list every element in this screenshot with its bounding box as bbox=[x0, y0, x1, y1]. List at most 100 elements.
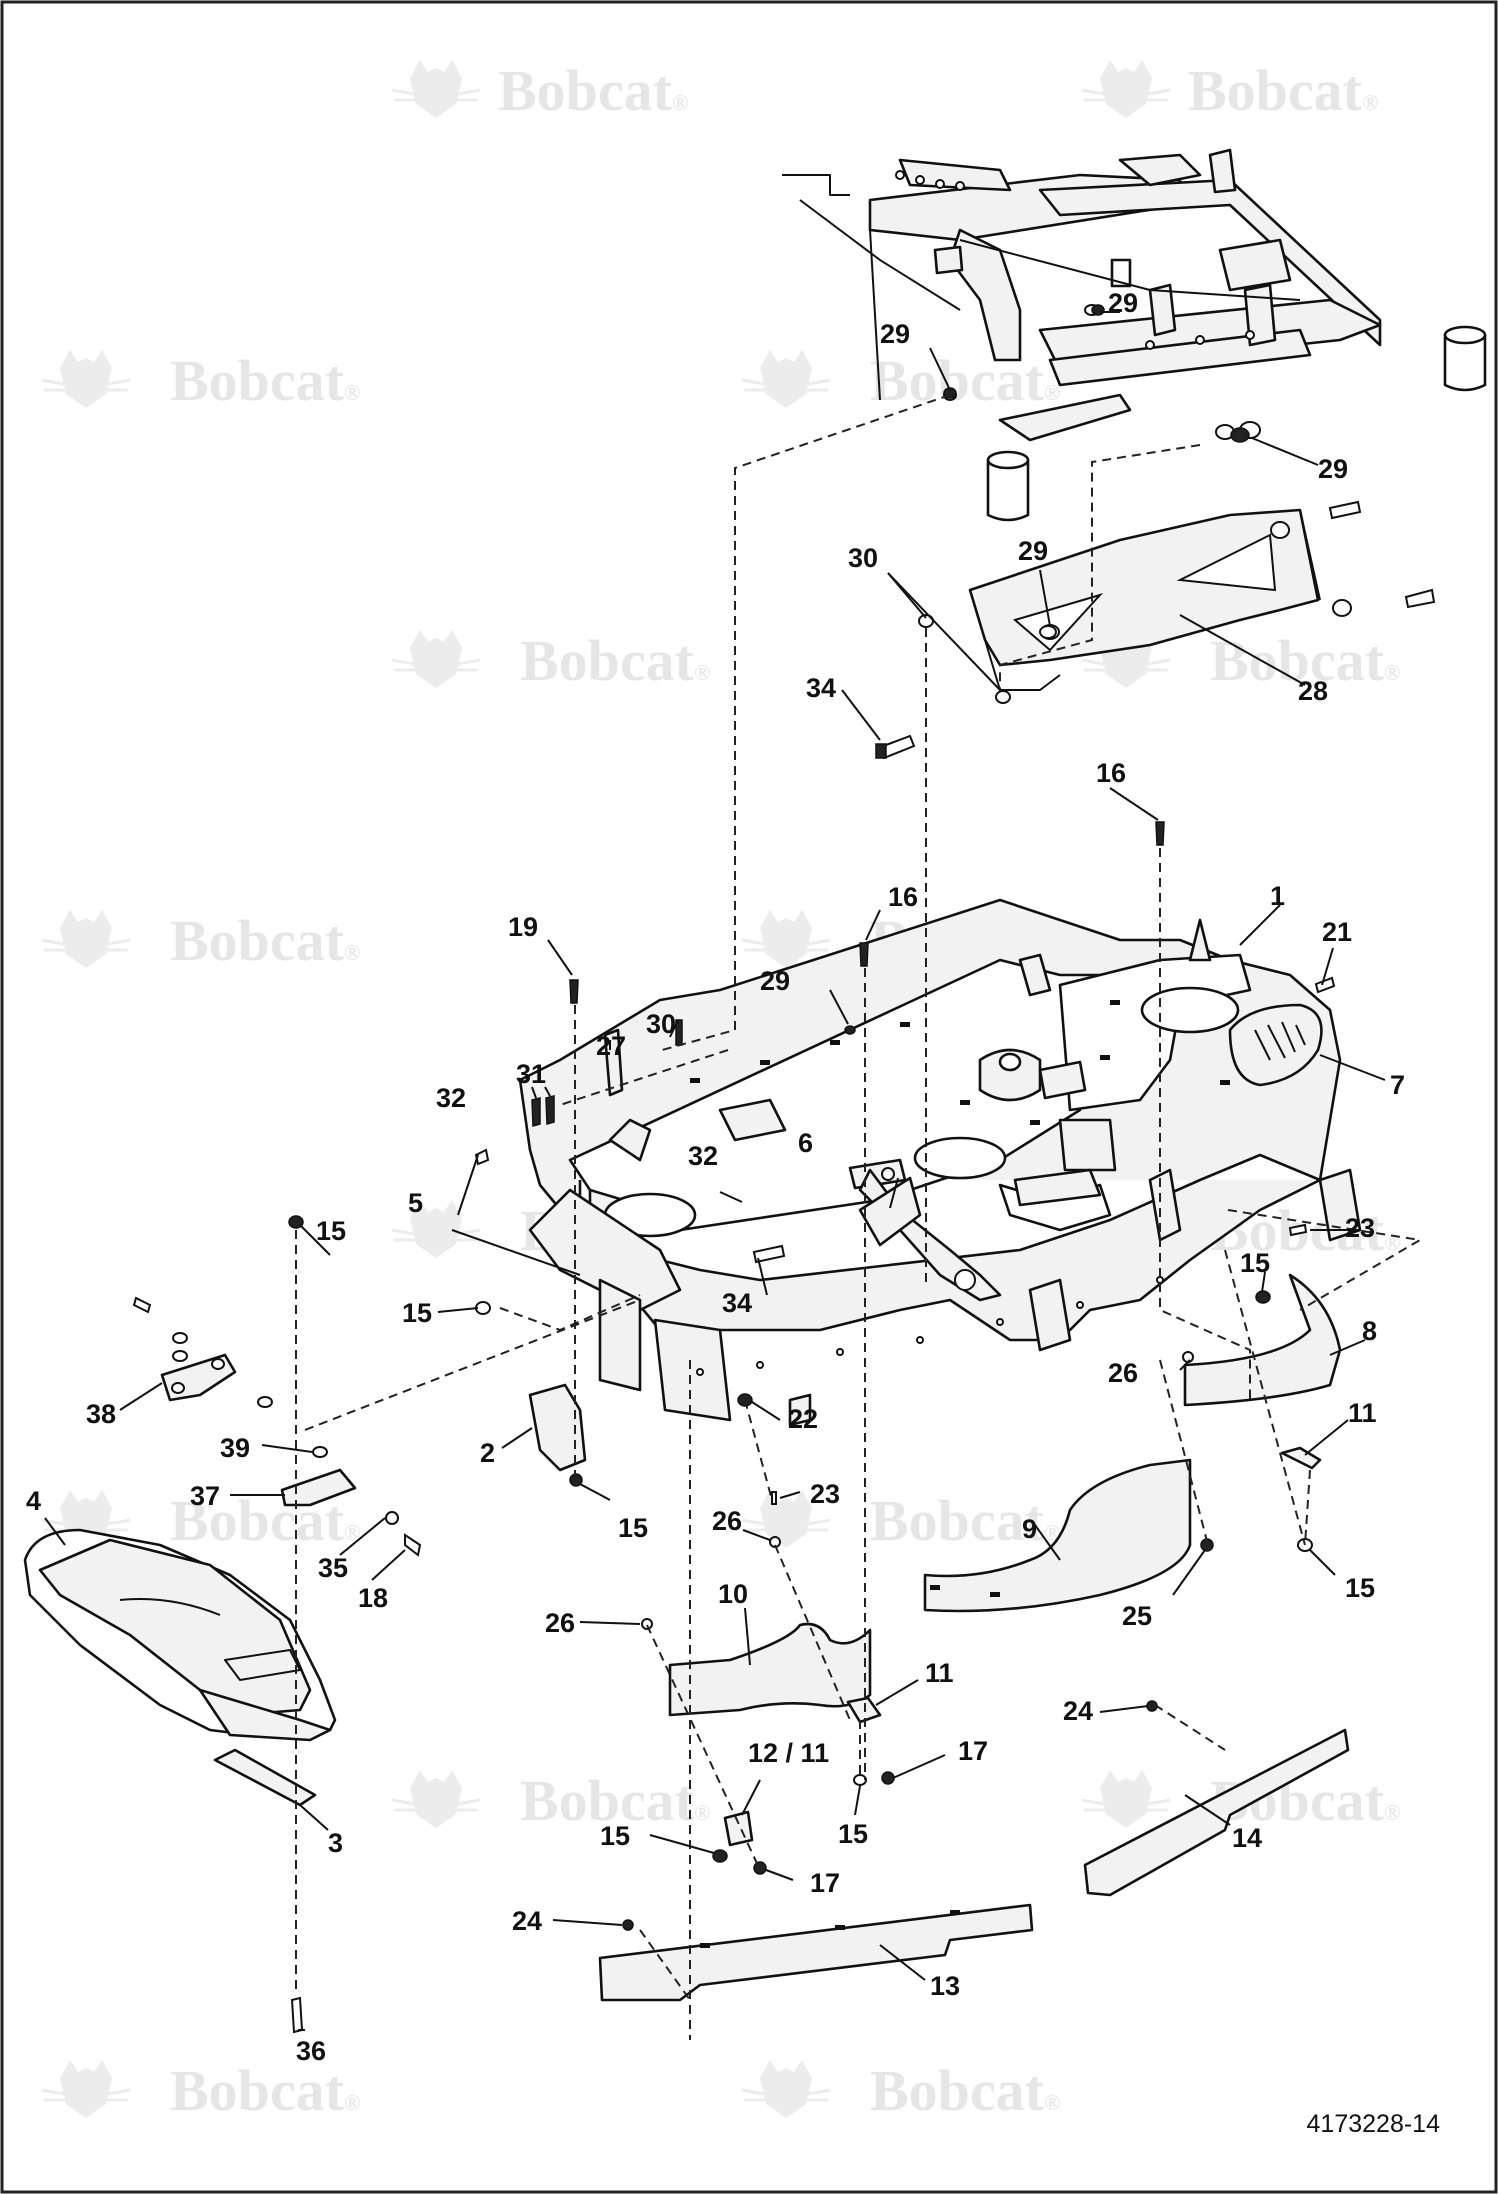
svg-text:Bobcat®: Bobcat® bbox=[1188, 58, 1378, 123]
svg-text:Bobcat®: Bobcat® bbox=[170, 348, 360, 413]
bobcat-logo-icon bbox=[40, 908, 132, 970]
svg-text:Bobcat®: Bobcat® bbox=[498, 58, 688, 123]
callout-31: 31 bbox=[516, 1059, 546, 1089]
watermark-6: Bobcat® bbox=[1080, 628, 1400, 693]
callout-29: 29 bbox=[880, 319, 910, 349]
callout-27: 27 bbox=[596, 1031, 626, 1061]
watermark-3: Bobcat® bbox=[40, 348, 360, 413]
callout-9: 9 bbox=[1022, 1514, 1037, 1544]
bobcat-logo-icon bbox=[390, 628, 482, 690]
bobcat-logo-icon bbox=[740, 348, 832, 410]
bobcat-logo-icon bbox=[1080, 58, 1172, 120]
callout-15: 15 bbox=[316, 1216, 346, 1246]
watermark-5: Bobcat® bbox=[390, 628, 710, 693]
callout-15: 15 bbox=[1240, 1248, 1270, 1278]
svg-text:Bobcat®: Bobcat® bbox=[170, 2058, 360, 2123]
watermark-15: Bobcat® bbox=[40, 2058, 360, 2123]
callout-29: 29 bbox=[760, 966, 790, 996]
callout-34: 34 bbox=[722, 1288, 752, 1318]
fastener-29-deck bbox=[844, 1025, 856, 1035]
watermark-16: Bobcat® bbox=[740, 2058, 1060, 2123]
svg-text:Bobcat®: Bobcat® bbox=[870, 348, 1060, 413]
watermark-1: Bobcat® bbox=[390, 58, 688, 123]
callout-29: 29 bbox=[1318, 454, 1348, 484]
callout-38: 38 bbox=[86, 1399, 116, 1429]
bobcat-logo-icon bbox=[390, 1768, 482, 1830]
alignment-lines bbox=[295, 394, 1423, 2040]
fastener-19 bbox=[569, 979, 579, 1004]
bobcat-logo-icon bbox=[740, 2058, 832, 2120]
watermark-7: Bobcat® bbox=[40, 908, 360, 973]
callout-16: 16 bbox=[1096, 758, 1126, 788]
callout-15: 15 bbox=[600, 1821, 630, 1851]
callout-26: 26 bbox=[545, 1608, 575, 1638]
part-2-bracket bbox=[528, 1383, 587, 1472]
bobcat-logo-icon bbox=[390, 1198, 482, 1260]
callout-28: 28 bbox=[1298, 676, 1328, 706]
callout-labels: 29 29 29 29 30 28 34 16 16 19 29 1 21 30… bbox=[26, 288, 1405, 2066]
callout-25: 25 bbox=[1122, 1601, 1152, 1631]
callout-16: 16 bbox=[888, 882, 918, 912]
callout-26: 26 bbox=[1108, 1358, 1138, 1388]
part-1-deck bbox=[518, 898, 1362, 1427]
part-10-baffle bbox=[668, 1622, 872, 1717]
callout-2: 2 bbox=[480, 1438, 495, 1468]
part-3-plate bbox=[213, 1748, 317, 1807]
callout-4: 4 bbox=[26, 1486, 41, 1516]
callout-39: 39 bbox=[220, 1433, 250, 1463]
callout-11: 11 bbox=[1348, 1398, 1377, 1428]
part-9-baffle bbox=[923, 1458, 1192, 1613]
watermark-12: Bobcat® bbox=[740, 1488, 1060, 1553]
svg-text:Bobcat®: Bobcat® bbox=[520, 1768, 710, 1833]
part-8-baffle bbox=[1183, 1273, 1342, 1407]
callout-17: 17 bbox=[958, 1736, 988, 1766]
fastener-17-lower bbox=[753, 1861, 767, 1875]
callout-21: 21 bbox=[1322, 917, 1352, 947]
fastener-26-right bbox=[1182, 1351, 1194, 1363]
callout-8: 8 bbox=[1362, 1316, 1377, 1346]
leader-lines bbox=[44, 311, 1386, 2031]
part-7-decal bbox=[1228, 1003, 1323, 1087]
callout-11: 11 bbox=[925, 1658, 954, 1688]
callout-29: 29 bbox=[1018, 536, 1048, 566]
callout-10: 10 bbox=[718, 1579, 748, 1609]
fastener-26-left bbox=[641, 1618, 653, 1630]
callout-24: 24 bbox=[512, 1906, 542, 1936]
callout-37: 37 bbox=[190, 1481, 220, 1511]
callout-18: 18 bbox=[358, 1583, 388, 1613]
svg-text:Bobcat®: Bobcat® bbox=[170, 908, 360, 973]
fastener-21 bbox=[1314, 976, 1336, 994]
part-34-bolt bbox=[875, 734, 916, 760]
callout-5: 5 bbox=[408, 1188, 423, 1218]
fastener-32-left bbox=[474, 1148, 490, 1166]
part-36-bolt bbox=[290, 1996, 304, 2034]
fastener-15-right bbox=[1255, 1290, 1271, 1304]
svg-text:Bobcat®: Bobcat® bbox=[870, 2058, 1060, 2123]
bobcat-logo-icon bbox=[390, 58, 482, 120]
callout-30: 30 bbox=[848, 543, 878, 573]
svg-text:Bobcat®: Bobcat® bbox=[520, 628, 710, 693]
callout-24: 24 bbox=[1063, 1696, 1093, 1726]
svg-text:Bobcat®: Bobcat® bbox=[1210, 628, 1400, 693]
document-number: 4173228-14 bbox=[1307, 2110, 1441, 2138]
fastener-29-top bbox=[1091, 304, 1105, 316]
callout-1: 1 bbox=[1270, 881, 1285, 911]
callout-12-11: 12 / 11 bbox=[748, 1738, 829, 1768]
fastener-17-upper bbox=[881, 1771, 895, 1785]
callout-36: 36 bbox=[296, 2036, 326, 2066]
fastener-15-lower bbox=[712, 1849, 728, 1863]
svg-text:Bobcat®: Bobcat® bbox=[870, 1488, 1060, 1553]
callout-15: 15 bbox=[838, 1819, 868, 1849]
fastener-31-b bbox=[545, 1095, 555, 1125]
part-13-skid bbox=[598, 1903, 1034, 2002]
callout-7: 7 bbox=[1390, 1070, 1405, 1100]
fastener-24-left bbox=[622, 1919, 634, 1931]
bobcat-logo-icon bbox=[1080, 1768, 1172, 1830]
callout-13: 13 bbox=[930, 1971, 960, 2001]
bobcat-logo-icon bbox=[40, 348, 132, 410]
callout-19: 19 bbox=[508, 912, 538, 942]
callout-35: 35 bbox=[318, 1553, 348, 1583]
callout-32: 32 bbox=[436, 1083, 466, 1113]
